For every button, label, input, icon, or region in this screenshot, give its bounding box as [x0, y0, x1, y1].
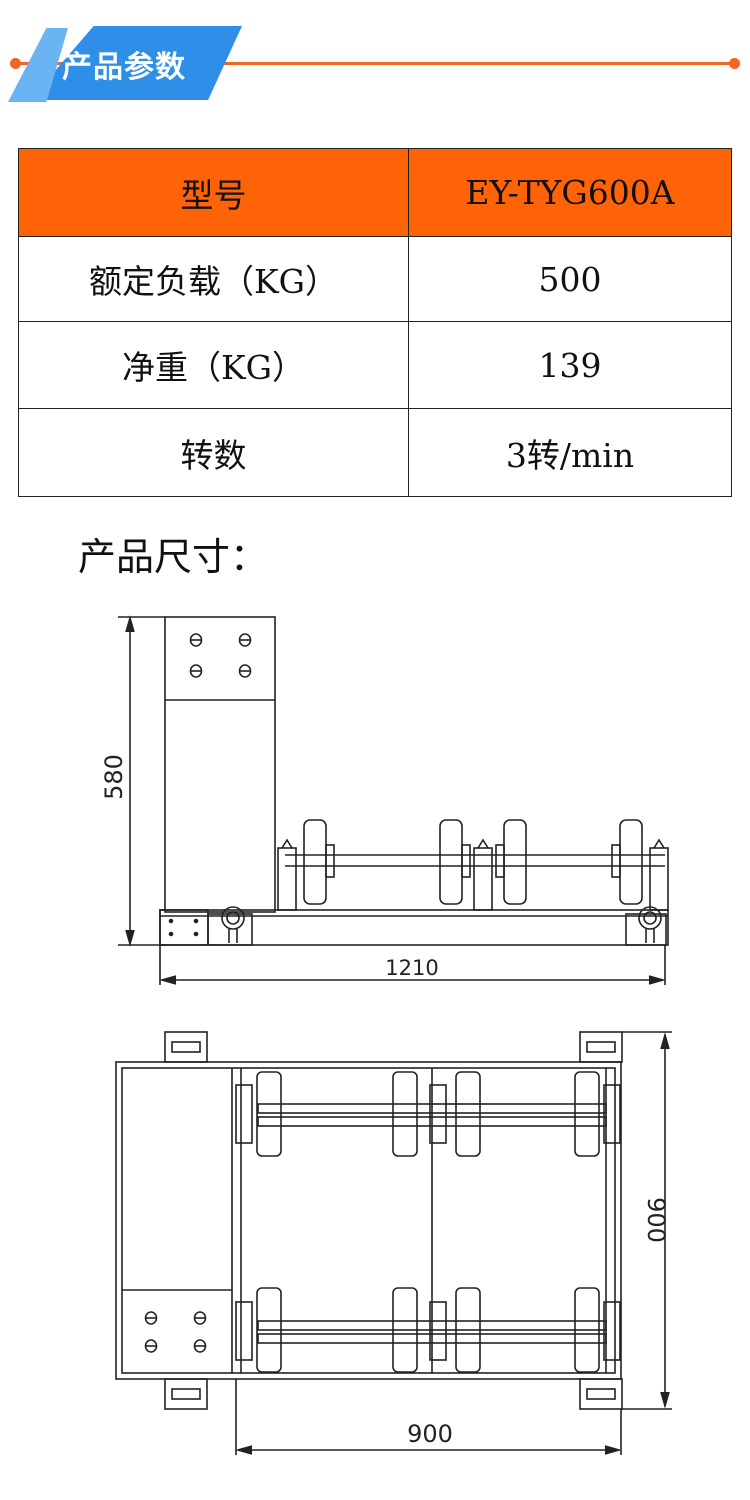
roller-assembly	[277, 819, 669, 911]
section-banner: 产品参数	[0, 20, 750, 104]
side-view-drawing: 580	[100, 615, 669, 985]
net-weight-label: 净重（KG）	[18, 321, 409, 409]
rated-load-label: 额定负载（KG）	[18, 236, 409, 322]
bolt-holes	[189, 633, 252, 678]
length-label: 1210	[385, 956, 438, 980]
banner-right-dot	[729, 58, 740, 69]
roller-row-top	[235, 1071, 621, 1157]
section-title: 产品参数	[62, 50, 186, 85]
rated-load-value: 500	[408, 236, 732, 322]
banner-divider-line	[14, 62, 736, 65]
height-dimension	[118, 615, 165, 947]
base-frame	[159, 906, 669, 946]
table-row: 转数 3转/min	[18, 408, 732, 497]
roller-row-bottom	[235, 1287, 621, 1373]
depth-label: 900	[642, 1197, 670, 1243]
length-dimension	[159, 945, 666, 985]
width-label: 900	[407, 1420, 453, 1448]
speed-value: 3转/min	[408, 408, 732, 497]
depth-dimension	[622, 1031, 672, 1410]
frame-outline	[115, 1061, 622, 1380]
model-label: 型号	[18, 148, 409, 237]
table-header-row: 型号 EY-TYG600A	[18, 148, 732, 237]
net-weight-value: 139	[408, 321, 732, 409]
lifting-lugs	[164, 1031, 623, 1410]
banner-left-dot	[10, 58, 21, 69]
spec-table: 型号 EY-TYG600A 额定负载（KG） 500 净重（KG） 139 转数…	[18, 148, 732, 497]
table-row: 净重（KG） 139	[18, 321, 732, 409]
height-label: 580	[100, 754, 128, 800]
width-dimension	[235, 1379, 622, 1455]
motor-bolt-holes	[144, 1311, 207, 1353]
motor-tower	[164, 616, 276, 913]
table-row: 额定负载（KG） 500	[18, 236, 732, 322]
dimensions-heading: 产品尺寸：	[78, 535, 269, 579]
top-view-drawing: 900 900	[115, 1031, 672, 1455]
speed-label: 转数	[18, 408, 409, 497]
model-value: EY-TYG600A	[408, 148, 732, 237]
